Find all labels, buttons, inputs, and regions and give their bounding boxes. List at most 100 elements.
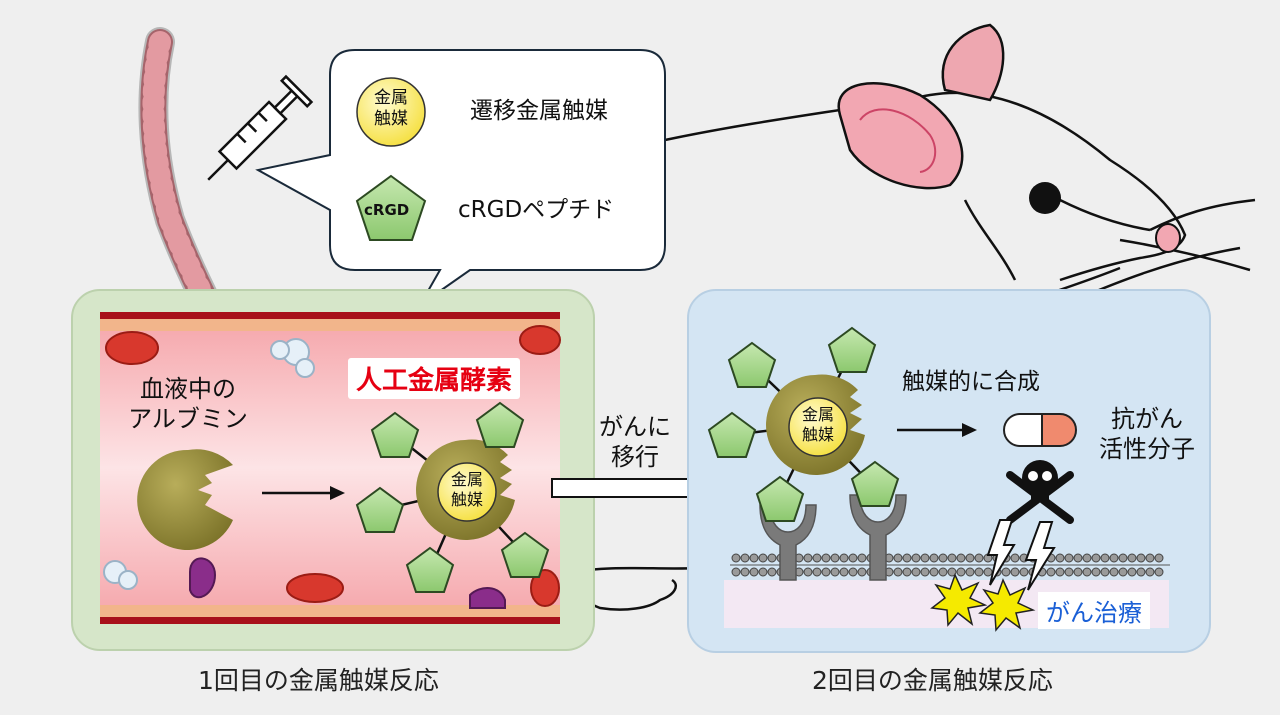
- albumin-label-line: アルブミン: [128, 405, 248, 433]
- lipid-head: [857, 567, 867, 577]
- lipid-head: [767, 553, 777, 563]
- lipid-head: [830, 567, 840, 577]
- lipid-head: [1082, 567, 1092, 577]
- lipid-head: [848, 553, 858, 563]
- lipid-head: [749, 553, 759, 563]
- lipid-head: [893, 553, 903, 563]
- lipid-head: [1109, 553, 1119, 563]
- lipid-head: [938, 553, 948, 563]
- explosion-icon: [930, 573, 1036, 632]
- lipid-head: [956, 567, 966, 577]
- badge-line: 触媒: [374, 109, 408, 130]
- badge-line: 金属: [374, 88, 408, 108]
- lipid-head: [1136, 553, 1146, 563]
- badge-line: 触媒: [450, 490, 483, 509]
- lipid-head: [1046, 567, 1056, 577]
- mouse-eye: [1029, 182, 1061, 214]
- transfer-line: がんに: [599, 413, 671, 441]
- drug-label: 抗がん 活性分子: [1092, 404, 1202, 464]
- lipid-head: [848, 567, 858, 577]
- lipid-head: [740, 553, 750, 563]
- lipid-head: [929, 553, 939, 563]
- lipid-head: [1073, 553, 1083, 563]
- badge-line: 金属: [450, 470, 483, 489]
- lipid-head: [1127, 567, 1137, 577]
- blood-cells: [103, 325, 561, 609]
- lipid-head: [1064, 567, 1074, 577]
- lipid-head: [812, 567, 822, 577]
- lipid-head: [803, 567, 813, 577]
- lipid-head: [803, 553, 813, 563]
- legend-catalyst-label: 遷移金属触媒: [470, 98, 608, 124]
- lipid-head: [1100, 567, 1110, 577]
- mouse-ear: [837, 23, 1005, 190]
- lipid-head: [1136, 567, 1146, 577]
- lipid-head: [1019, 567, 1029, 577]
- lipid-head: [821, 567, 831, 577]
- drug-label-line: 活性分子: [1099, 435, 1195, 463]
- drug-label-line: 抗がん: [1111, 405, 1183, 433]
- albumin-label: 血液中の アルブミン: [118, 374, 258, 434]
- lipid-head: [1073, 567, 1083, 577]
- badge-line: 触媒: [801, 425, 834, 444]
- lipid-bilayer: [731, 553, 1164, 577]
- lipid-head: [731, 567, 741, 577]
- arrow-panel2: [897, 423, 977, 437]
- lipid-head: [1154, 553, 1164, 563]
- lipid-head: [938, 567, 948, 577]
- catalyst-badge-1: 金属 触媒: [442, 470, 492, 510]
- lipid-head: [965, 567, 975, 577]
- lipid-head: [965, 553, 975, 563]
- lipid-head: [902, 567, 912, 577]
- lipid-head: [767, 567, 777, 577]
- skull-icon: [1006, 460, 1074, 524]
- legend-callout: [255, 49, 666, 306]
- legend-peptide-icon: [355, 174, 427, 241]
- lipid-head: [983, 567, 993, 577]
- lipid-head: [956, 553, 966, 563]
- lipid-head: [821, 553, 831, 563]
- lipid-head: [1055, 567, 1065, 577]
- panel2-caption: 2回目の金属触媒反応: [812, 666, 1053, 695]
- lipid-head: [812, 553, 822, 563]
- lipid-head: [929, 567, 939, 577]
- arrow-panel1: [262, 486, 345, 500]
- lipid-head: [1100, 553, 1110, 563]
- albumin-icon: [137, 449, 233, 550]
- lipid-head: [947, 553, 957, 563]
- capsule-icon: [1003, 413, 1077, 447]
- lipid-head: [902, 553, 912, 563]
- lipid-head: [857, 553, 867, 563]
- lipid-head: [1118, 553, 1128, 563]
- panel1-caption: 1回目の金属触媒反応: [198, 666, 439, 695]
- legend-peptide-label: cRGDペプチド: [458, 197, 615, 223]
- lipid-head: [920, 567, 930, 577]
- lipid-head: [911, 553, 921, 563]
- enzyme-title: 人工金属酵素: [348, 358, 521, 399]
- albumin-label-line: 血液中の: [140, 375, 236, 403]
- lipid-head: [1127, 553, 1137, 563]
- enzyme-complex-1: [355, 401, 550, 593]
- lipid-head: [830, 553, 840, 563]
- lipid-head: [1001, 567, 1011, 577]
- lipid-head: [1010, 553, 1020, 563]
- lipid-head: [1064, 553, 1074, 563]
- lipid-head: [974, 567, 984, 577]
- lipid-head: [947, 567, 957, 577]
- lipid-head: [911, 567, 921, 577]
- lipid-head: [1145, 567, 1155, 577]
- lipid-head: [740, 567, 750, 577]
- lipid-head: [731, 553, 741, 563]
- badge-line: 金属: [801, 405, 834, 424]
- legend-peptide-badge: cRGD: [364, 201, 410, 219]
- catalyst-badge-2: 金属 触媒: [793, 405, 843, 445]
- mouse-nose: [1155, 223, 1181, 253]
- lipid-head: [758, 553, 768, 563]
- syringe-icon: [207, 74, 314, 181]
- legend-catalyst-badge: 金属 触媒: [366, 88, 416, 131]
- enzyme-complex-2: [707, 326, 900, 522]
- lipid-head: [1082, 553, 1092, 563]
- transfer-line: 移行: [611, 443, 659, 471]
